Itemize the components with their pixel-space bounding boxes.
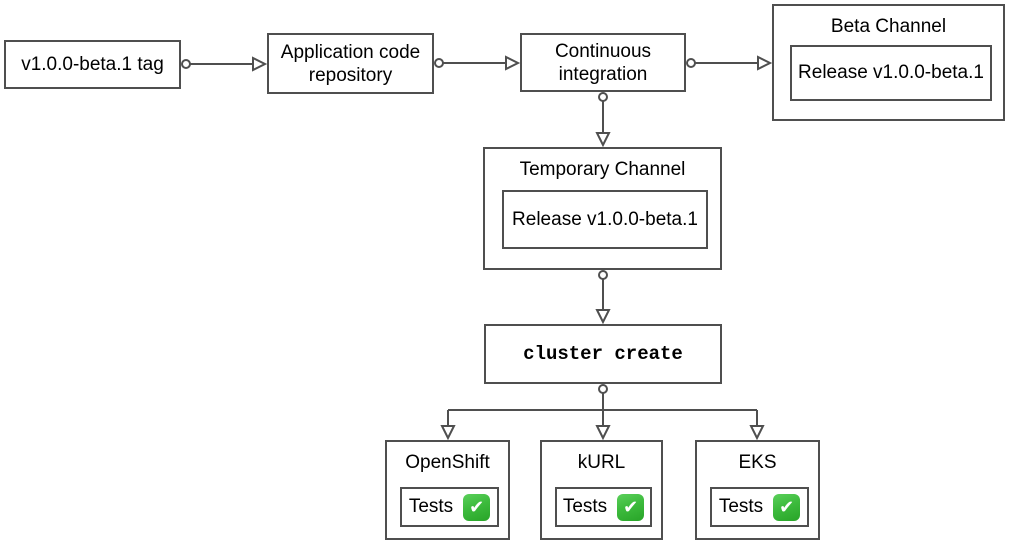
- eks-title: EKS: [738, 452, 777, 473]
- node-continuous-integration: Continuous integration: [520, 33, 686, 92]
- check-mark-icon: ✔: [773, 493, 801, 521]
- node-cluster-create: cluster create: [484, 324, 722, 384]
- node-kurl: kURL Tests ✔: [540, 440, 663, 540]
- node-eks: EKS Tests ✔: [695, 440, 820, 540]
- kurl-title: kURL: [577, 452, 626, 473]
- openshift-tests-label: Tests: [408, 496, 454, 517]
- openshift-tests-box: Tests ✔: [400, 487, 499, 527]
- openshift-title: OpenShift: [405, 452, 490, 473]
- node-temporary-channel: Temporary Channel Release v1.0.0-beta.1: [483, 147, 722, 270]
- eks-tests-box: Tests ✔: [710, 487, 809, 527]
- check-mark-icon: ✔: [617, 493, 645, 521]
- kurl-tests-label: Tests: [562, 496, 608, 517]
- node-openshift: OpenShift Tests ✔: [385, 440, 510, 540]
- node-beta-channel: Beta Channel Release v1.0.0-beta.1: [772, 4, 1005, 121]
- check-mark-icon: ✔: [463, 493, 491, 521]
- beta-channel-title: Beta Channel: [830, 16, 947, 37]
- temporary-channel-title: Temporary Channel: [519, 159, 686, 180]
- eks-tests-label: Tests: [718, 496, 764, 517]
- kurl-tests-box: Tests ✔: [555, 487, 652, 527]
- temporary-channel-release: Release v1.0.0-beta.1: [502, 190, 708, 249]
- beta-channel-release: Release v1.0.0-beta.1: [790, 45, 992, 101]
- node-version-tag: v1.0.0-beta.1 tag: [4, 40, 181, 89]
- node-application-code-repository: Application code repository: [267, 33, 434, 94]
